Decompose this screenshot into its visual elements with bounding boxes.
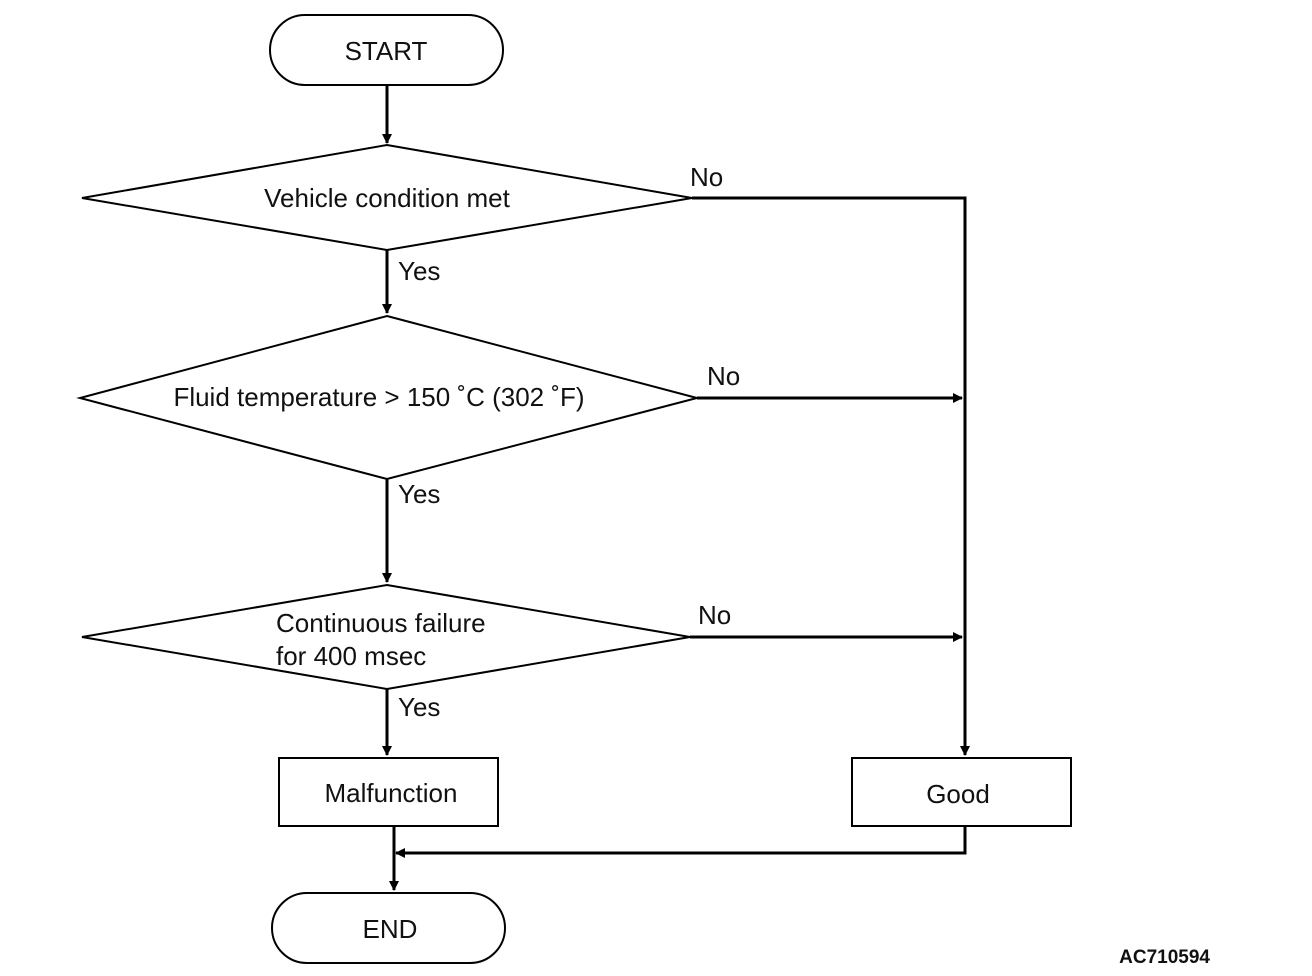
malfunction-label: Malfunction [325,778,458,808]
label-no-1: No [690,162,723,192]
decision-vehicle-condition-label: Vehicle condition met [264,183,510,213]
connector-vehicle-no [692,196,970,756]
good-box [851,757,1072,827]
figure-code: AC710594 [1119,947,1210,968]
label-no-3: No [698,600,731,630]
decision-continuous-failure-label-line2: for 400 msec [276,641,426,671]
good-label: Good [926,779,990,809]
label-yes-1: Yes [398,256,440,286]
decision-fluid-temperature-label: Fluid temperature > 150 ˚C (302 ˚F) [173,382,584,412]
start-label: START [345,36,428,66]
label-no-2: No [707,361,740,391]
label-yes-2: Yes [398,479,440,509]
connector-good-to-merge [395,826,967,858]
end-label: END [363,914,418,944]
malfunction-box [278,757,499,827]
label-yes-3: Yes [398,692,440,722]
end-terminal [271,892,506,964]
decision-continuous-failure-label-line1: Continuous failure [276,608,486,638]
